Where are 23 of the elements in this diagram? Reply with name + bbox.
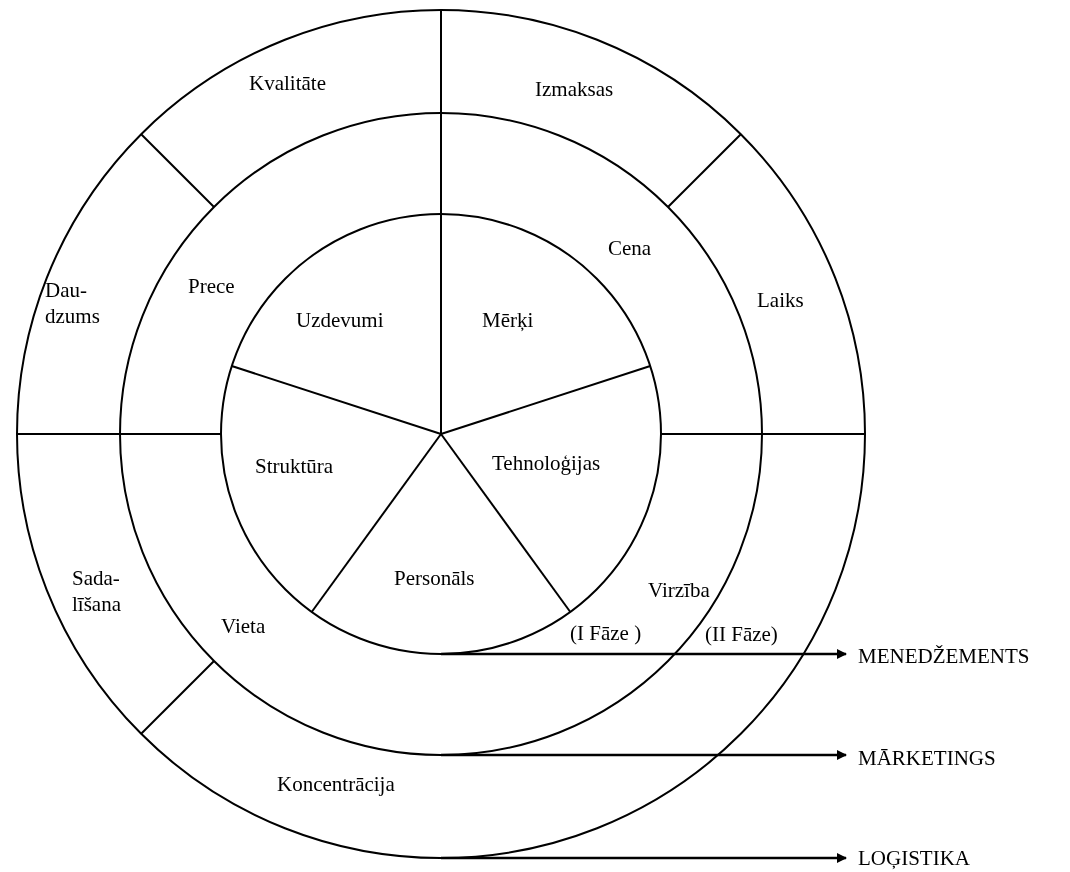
- segment-label: Virzība: [648, 577, 710, 603]
- segment-label: Kvalitāte: [249, 70, 326, 96]
- phase-label: (I Fāze ): [570, 620, 642, 646]
- segment-label: Cena: [608, 235, 652, 261]
- function-label: MĀRKETINGS: [858, 745, 996, 771]
- arrow: [441, 649, 847, 659]
- segment-label: Laiks: [757, 287, 804, 313]
- segment-label: Struktūra: [255, 453, 334, 479]
- segment-label: Uzdevumi: [296, 307, 384, 333]
- phase-label: (II Fāze): [705, 621, 778, 647]
- segment-label: Dau- dzums: [45, 277, 115, 329]
- arrow: [441, 853, 847, 863]
- segment-label: Tehnoloģijas: [492, 450, 601, 476]
- segment-label: Prece: [188, 273, 235, 299]
- segment-label: Personāls: [394, 565, 475, 591]
- segment-label: Vieta: [221, 613, 266, 639]
- function-label: LOĢISTIKA: [858, 845, 970, 871]
- segment-label: Koncentrācija: [277, 771, 395, 797]
- function-label: MENEDŽEMENTS: [858, 643, 1030, 669]
- segment-label: Mērķi: [482, 307, 534, 333]
- segment-label: Sada- līšana: [72, 565, 152, 617]
- segment-label: Izmaksas: [535, 76, 614, 102]
- arrow: [441, 750, 847, 760]
